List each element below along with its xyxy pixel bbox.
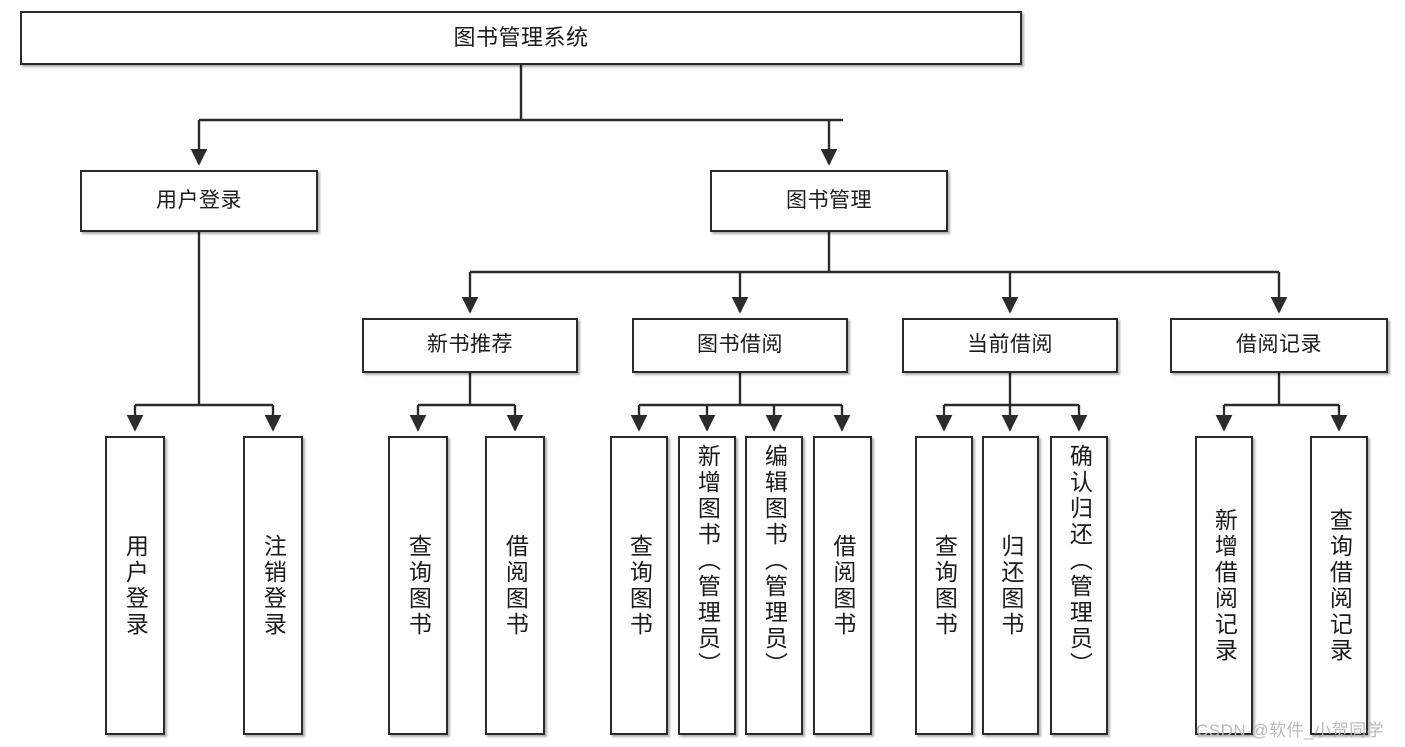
node-root-label: 图书管理系统 [453, 25, 589, 51]
leaf-borrow-book[interactable]: 借阅图书 [813, 436, 872, 735]
leaf-query-book-current-label: 查询图书 [931, 533, 958, 638]
node-current-borrow[interactable]: 当前借阅 [902, 318, 1118, 373]
leaf-logout-label: 注销登录 [260, 533, 287, 638]
leaf-add-book-admin[interactable]: 新增图书（管理员） [678, 436, 736, 735]
node-borrow-record-label: 借阅记录 [1236, 333, 1322, 357]
leaf-query-book-newbook-label: 查询图书 [405, 533, 432, 638]
node-book-borrow-label: 图书借阅 [697, 333, 783, 357]
leaf-query-book-borrow-label: 查询图书 [626, 533, 653, 638]
leaf-logout[interactable]: 注销登录 [243, 436, 303, 735]
node-current-borrow-label: 当前借阅 [967, 333, 1053, 357]
leaf-query-book-current[interactable]: 查询图书 [915, 436, 973, 735]
watermark: CSDN @软件_小贺同学 [1196, 721, 1385, 740]
leaf-query-borrow-record-label: 查询借阅记录 [1326, 507, 1353, 664]
node-user-login-label: 用户登录 [156, 188, 242, 212]
node-new-book-recommend[interactable]: 新书推荐 [362, 318, 578, 373]
leaf-query-borrow-record[interactable]: 查询借阅记录 [1310, 436, 1368, 735]
node-user-login[interactable]: 用户登录 [80, 170, 318, 232]
leaf-add-borrow-record-label: 新增借阅记录 [1211, 507, 1238, 664]
leaf-edit-book-admin[interactable]: 编辑图书（管理员） [745, 436, 803, 735]
leaf-user-login[interactable]: 用户登录 [105, 436, 165, 735]
leaf-borrow-book-label: 借阅图书 [829, 533, 856, 638]
node-book-management[interactable]: 图书管理 [710, 170, 948, 232]
leaf-user-login-label: 用户登录 [122, 533, 149, 638]
node-book-borrow[interactable]: 图书借阅 [632, 318, 848, 373]
node-root[interactable]: 图书管理系统 [20, 11, 1022, 65]
node-new-book-recommend-label: 新书推荐 [427, 333, 513, 357]
leaf-confirm-return-admin[interactable]: 确认归还（管理员） [1050, 436, 1108, 735]
leaf-return-book[interactable]: 归还图书 [982, 436, 1039, 735]
leaf-add-book-admin-label: 新增图书（管理员） [694, 444, 721, 678]
leaf-confirm-return-admin-label: 确认归还（管理员） [1066, 444, 1093, 678]
leaf-query-book-newbook[interactable]: 查询图书 [388, 436, 448, 735]
leaf-borrow-book-newbook-label: 借阅图书 [502, 533, 529, 638]
node-book-management-label: 图书管理 [786, 188, 872, 212]
leaf-add-borrow-record[interactable]: 新增借阅记录 [1195, 436, 1253, 735]
leaf-return-book-label: 归还图书 [997, 533, 1024, 638]
node-borrow-record[interactable]: 借阅记录 [1170, 318, 1388, 373]
leaf-query-book-borrow[interactable]: 查询图书 [610, 436, 668, 735]
leaf-edit-book-admin-label: 编辑图书（管理员） [761, 444, 788, 678]
leaf-borrow-book-newbook[interactable]: 借阅图书 [485, 436, 545, 735]
